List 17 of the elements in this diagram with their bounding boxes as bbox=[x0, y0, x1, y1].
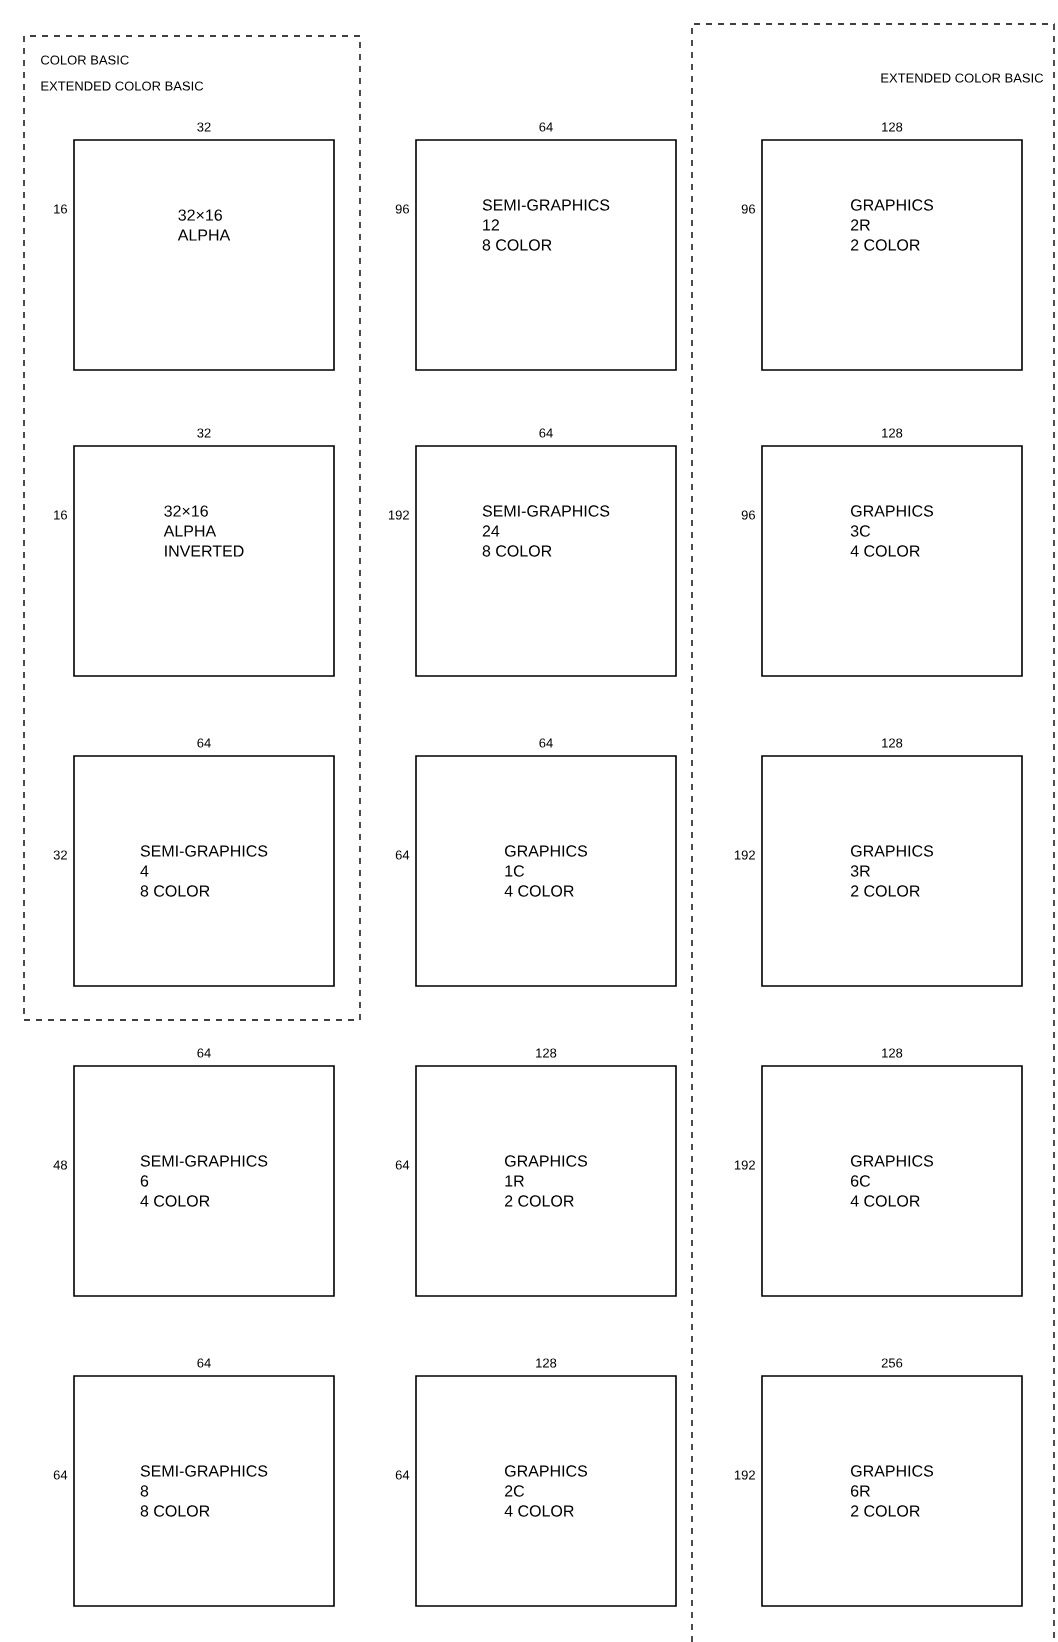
display-mode-box: 32×16 ALPHA bbox=[73, 139, 335, 371]
display-mode-box: GRAPHICS 6C 4 COLOR bbox=[761, 1065, 1023, 1297]
display-mode-box: SEMI-GRAPHICS 24 8 COLOR bbox=[415, 445, 677, 677]
display-mode-box: GRAPHICS 1C 4 COLOR bbox=[415, 755, 677, 987]
display-mode-box: GRAPHICS 1R 2 COLOR bbox=[415, 1065, 677, 1297]
display-mode-box: SEMI-GRAPHICS 6 4 COLOR bbox=[73, 1065, 335, 1297]
display-mode-box: SEMI-GRAPHICS 12 8 COLOR bbox=[415, 139, 677, 371]
display-mode-box: SEMI-GRAPHICS 4 8 COLOR bbox=[73, 755, 335, 987]
display-mode-box: GRAPHICS 2C 4 COLOR bbox=[415, 1375, 677, 1607]
display-mode-box: GRAPHICS 2R 2 COLOR bbox=[761, 139, 1023, 371]
display-mode-box: GRAPHICS 3C 4 COLOR bbox=[761, 445, 1023, 677]
group-frame bbox=[691, 23, 1055, 1642]
display-mode-box: 32×16 ALPHA INVERTED bbox=[73, 445, 335, 677]
display-mode-box: SEMI-GRAPHICS 8 8 COLOR bbox=[73, 1375, 335, 1607]
display-mode-box: GRAPHICS 3R 2 COLOR bbox=[761, 755, 1023, 987]
group-frame bbox=[23, 35, 361, 1021]
display-mode-box: GRAPHICS 6R 2 COLOR bbox=[761, 1375, 1023, 1607]
